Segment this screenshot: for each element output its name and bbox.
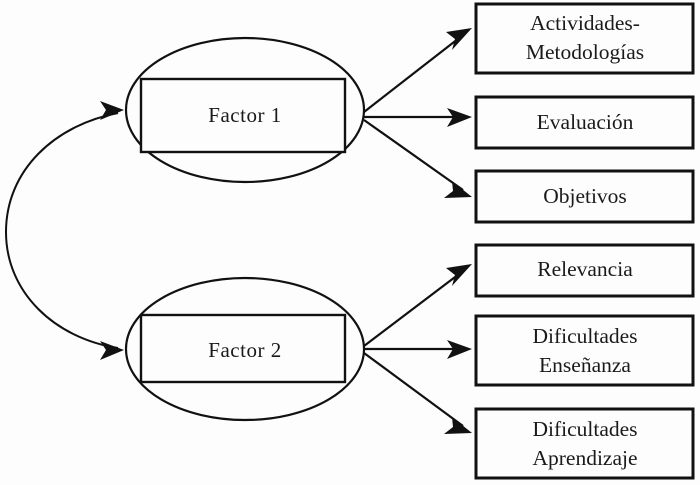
indicator-relevancia[interactable]: Relevancia — [474, 243, 695, 298]
indicator-objetivos-box — [474, 169, 695, 224]
loading-arrowhead-f2-relevancia — [446, 264, 472, 286]
indicator-dificultades-aprendizaje-box — [474, 407, 695, 480]
covariance-arrowhead-bottom — [100, 341, 124, 360]
indicator-dificultades-aprendizaje-line-1: Dificultades — [532, 417, 637, 441]
factor-2-inner-rect — [139, 313, 347, 384]
indicator-objetivos[interactable]: Objetivos — [474, 169, 695, 224]
indicator-relevancia-box — [474, 243, 695, 298]
indicator-dificultades-ensenanza-box — [474, 314, 695, 387]
loading-arrow-f2-aprendizaje — [363, 352, 464, 427]
indicator-dificultades-ensenanza[interactable]: Dificultades Enseñanza — [474, 314, 695, 387]
indicator-dificultades-ensenanza-line-1: Dificultades — [532, 324, 637, 348]
indicator-dificultades-aprendizaje-line-2: Aprendizaje — [532, 446, 637, 470]
indicator-actividades-metodologias-line-1: Actividades- — [530, 11, 640, 35]
loading-arrow-f1-objetivos — [363, 119, 464, 191]
loading-arrow-f1-actividades — [363, 34, 464, 113]
factor-2-label: Factor 2 — [208, 338, 281, 362]
covariance-curve — [4, 112, 119, 349]
loading-arrowhead-f2-ensenanza — [447, 340, 472, 359]
loading-arrowhead-f1-objetivos — [444, 181, 472, 198]
loading-arrowhead-f2-aprendizaje — [444, 417, 472, 434]
indicator-evaluacion-box — [474, 95, 695, 150]
indicator-actividades-metodologias-box — [474, 2, 695, 75]
factor-1-inner-rect — [139, 77, 347, 154]
covariance-arrowhead-top — [100, 101, 124, 120]
loading-arrow-f2-relevancia — [363, 270, 464, 347]
indicator-evaluacion[interactable]: Evaluación — [474, 95, 695, 150]
indicator-evaluacion-label: Evaluación — [537, 110, 634, 134]
indicator-relevancia-label: Relevancia — [537, 257, 633, 281]
factor-1-node[interactable]: Factor 1 — [124, 36, 366, 184]
loading-arrowhead-f1-actividades — [446, 28, 472, 50]
loading-arrowhead-f1-evaluacion — [447, 108, 472, 127]
indicator-dificultades-ensenanza-line-2: Enseñanza — [539, 353, 631, 377]
factor-2-node[interactable]: Factor 2 — [124, 276, 366, 422]
indicator-actividades-metodologias-line-2: Metodologías — [526, 40, 644, 64]
indicator-objetivos-label: Objetivos — [543, 184, 627, 208]
factor-1-loading-arrows — [363, 28, 472, 198]
indicator-dificultades-aprendizaje[interactable]: Dificultades Aprendizaje — [474, 407, 695, 480]
factor-2-loading-arrows — [363, 264, 472, 434]
covariance-path — [4, 101, 124, 360]
factor-1-label: Factor 1 — [208, 103, 281, 127]
indicator-actividades-metodologias[interactable]: Actividades- Metodologías — [474, 2, 695, 75]
